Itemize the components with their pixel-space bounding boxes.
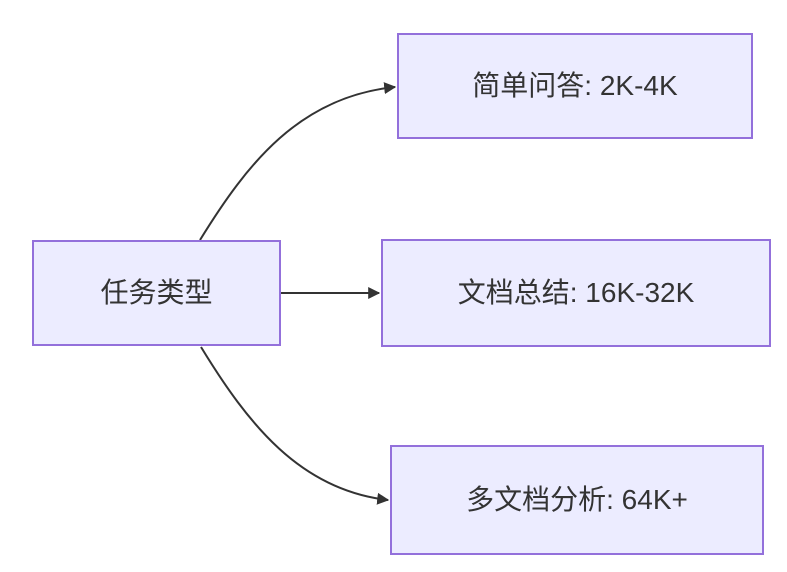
node-simple-qa: 简单问答: 2K-4K	[397, 33, 753, 139]
edge-task-type-to-multi-doc	[200, 346, 390, 505]
node-task-type-label: 任务类型	[100, 277, 213, 309]
node-doc-summary-label: 文档总结: 16K-32K	[457, 277, 695, 309]
node-multi-doc: 多文档分析: 64K+	[390, 445, 764, 555]
node-simple-qa-label: 简单问答: 2K-4K	[472, 70, 678, 102]
node-multi-doc-label: 多文档分析: 64K+	[466, 484, 688, 516]
node-task-type: 任务类型	[32, 240, 281, 346]
node-doc-summary: 文档总结: 16K-32K	[381, 239, 771, 347]
edge-task-type-to-simple-qa	[199, 82, 397, 241]
